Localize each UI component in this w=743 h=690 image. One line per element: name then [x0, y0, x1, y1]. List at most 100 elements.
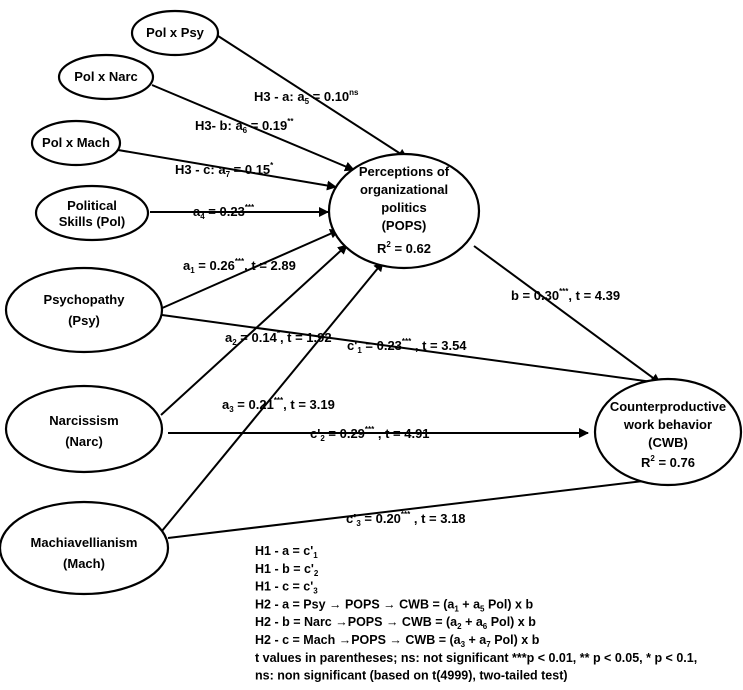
text-run: , t = 3.18 — [410, 511, 465, 526]
node-label-pol-narc: Pol x Narc — [74, 69, 138, 84]
subscript: 2 — [457, 622, 462, 631]
subscript: 5 — [305, 97, 310, 106]
footnote-line: ns: non significant (based on t(4999), t… — [255, 669, 568, 683]
superscript: 2 — [386, 240, 391, 249]
edge-pol-narc-to-pops — [151, 84, 355, 172]
r-squared-cwb: R2 = 0.76 — [641, 454, 695, 470]
node-label-pol: Skills (Pol) — [59, 214, 125, 229]
text-run: Pol) x b — [491, 633, 540, 647]
text-run: , t = 4.91 — [374, 426, 429, 441]
node-label-mach: (Mach) — [63, 556, 105, 571]
text-run: a — [193, 204, 201, 219]
text-run: = 0.62 — [391, 241, 431, 256]
node-label-pops: Perceptions of — [359, 164, 450, 179]
superscript: *** — [401, 510, 411, 519]
path-coefficient-a2: a2 = 0.14*, t = 1.92 — [225, 329, 332, 347]
edges — [117, 33, 661, 539]
superscript: * — [277, 329, 281, 338]
subscript: 3 — [356, 519, 361, 528]
footnote-line: H2 - a = Psy → POPS → CWB = (a1 + a5 Pol… — [255, 597, 533, 613]
node-label-pol-psy: Pol x Psy — [146, 25, 205, 40]
path-coefficient-c1: c'1 = 0.23*** , t = 3.54 — [347, 337, 467, 355]
superscript: *** — [245, 203, 255, 212]
node-label-pops: politics — [381, 200, 427, 215]
node-label-pops: organizational — [360, 182, 448, 197]
node-label-cwb: (CWB) — [648, 435, 688, 450]
text-run: a — [222, 397, 230, 412]
text-run: R — [641, 455, 651, 470]
path-coefficient-h3c: H3 - c: a7 = 0.15* — [175, 161, 274, 179]
text-run: Pol) x b — [487, 615, 536, 629]
text-run: t values in parentheses; ns: not signifi… — [255, 651, 697, 665]
superscript: *** — [365, 425, 375, 434]
text-run: a — [225, 330, 233, 345]
text-run: ns: non significant (based on t(4999), t… — [255, 669, 568, 683]
edge-mach-to-pops — [156, 261, 384, 538]
path-coefficient-b: b = 0.30***, t = 4.39 — [511, 287, 620, 303]
path-coefficient-c2: c'2 = 0.29*** , t = 4.91 — [310, 425, 430, 443]
edge-pol-mach-to-pops — [117, 149, 337, 191]
text-run: = 0.10 — [309, 89, 349, 104]
footnote-line: H1 - a = c'1 — [255, 544, 318, 560]
subscript: 6 — [483, 622, 488, 631]
edge-pol-psy-to-pops — [214, 33, 408, 159]
subscript: 2 — [314, 569, 319, 578]
node-label-pol: Political — [67, 198, 117, 213]
edge-pops-to-cwb — [473, 245, 661, 384]
text-run: = 0.26 — [195, 258, 235, 273]
subscript: 7 — [226, 170, 231, 179]
text-run: H3- b: a — [195, 118, 243, 133]
text-run: H2 - c = Mach →POPS → CWB = (a — [255, 633, 462, 647]
text-run: c' — [346, 511, 356, 526]
path-coefficient-h3a: H3 - a: a5 = 0.10ns — [254, 88, 359, 106]
footnote-line: H2 - b = Narc →POPS → CWB = (a2 + a6 Pol… — [255, 615, 536, 631]
text-run: + a — [462, 615, 484, 629]
path-coefficient-h3b: H3- b: a6 = 0.19** — [195, 117, 294, 135]
text-run: = 0.76 — [655, 455, 695, 470]
node-pops-shape — [327, 152, 481, 270]
text-run: = 0.19 — [247, 118, 287, 133]
path-coefficient-a1: a1 = 0.26***, t = 2.89 — [183, 257, 296, 275]
text-run: = 0.21 — [234, 397, 274, 412]
text-run: + a — [459, 597, 481, 611]
node-pol-x-mach-shape — [30, 119, 122, 167]
subscript: 2 — [320, 434, 325, 443]
subscript: 1 — [313, 551, 318, 560]
text-run: H1 - c = c' — [255, 580, 313, 594]
subscript: 3 — [461, 640, 466, 649]
text-run: , t = 4.39 — [568, 288, 620, 303]
text-run: a — [183, 258, 191, 273]
footnote-line: t values in parentheses; ns: not signifi… — [255, 651, 697, 665]
node-pol-x-psy-shape — [130, 9, 220, 57]
text-run: = 0.23 — [362, 338, 402, 353]
node-label-pol-mach: Pol x Mach — [42, 135, 110, 150]
subscript: 1 — [454, 604, 459, 613]
r-squared-pops: R2 = 0.62 — [377, 240, 431, 256]
footnote-line: H1 - c = c'3 — [255, 580, 318, 596]
text-run: , t = 1.92 — [280, 330, 332, 345]
superscript: ** — [287, 117, 294, 126]
text-run: Pol) x b — [484, 597, 533, 611]
footnotes: H1 - a = c'1H1 - b = c'2H1 - c = c'3H2 -… — [255, 544, 697, 683]
subscript: 3 — [313, 587, 318, 596]
text-run: , t = 2.89 — [244, 258, 296, 273]
text-run: H2 - b = Narc →POPS → CWB = (a — [255, 615, 458, 629]
superscript: *** — [235, 257, 245, 266]
text-run: H3 - c: a — [175, 162, 226, 177]
node-label-psy: (Psy) — [68, 313, 100, 328]
path-coefficient-a4: a4 = 0.23*** — [193, 203, 255, 221]
superscript: *** — [402, 337, 412, 346]
node-label-psy: Psychopathy — [44, 292, 126, 307]
edge-narc-to-pops — [160, 244, 348, 416]
node-label-mach: Machiavellianism — [31, 535, 138, 550]
node-label-narc: (Narc) — [65, 434, 103, 449]
text-run: , t = 3.54 — [411, 338, 467, 353]
superscript: *** — [274, 396, 284, 405]
subscript: 1 — [357, 346, 362, 355]
superscript: 2 — [650, 454, 655, 463]
text-run: = 0.15 — [230, 162, 270, 177]
edge-psy-to-cwb — [161, 314, 661, 387]
superscript: *** — [559, 287, 569, 296]
footnote-line: H2 - c = Mach →POPS → CWB = (a3 + a7 Pol… — [255, 633, 540, 649]
